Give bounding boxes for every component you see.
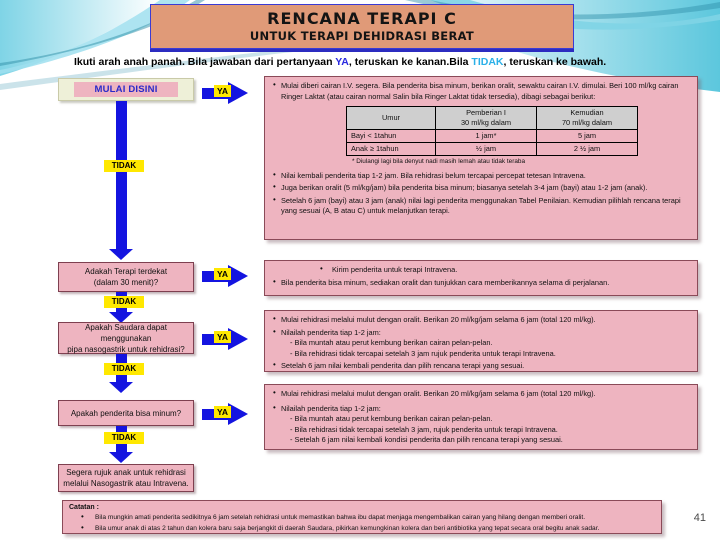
content-box-4-sub-2: - Setelah 6 jam nilai kembali kondisi pe… (290, 435, 563, 444)
table-header-row: Umur Pemberian I 30 ml/kg dalam Kemudian… (346, 106, 638, 130)
flow-yes-arrow-head-3 (228, 328, 248, 350)
content-box-1-intro: Mulai diberi cairan I.V. segera. Bila pe… (272, 80, 690, 102)
content-box-2: Kirim penderita untuk terapi Intravena. … (264, 260, 698, 296)
table-header-umur: Umur (346, 106, 436, 130)
flow-yes-arrow-head-1 (228, 82, 248, 104)
flow-no-label-4: TIDAK (104, 432, 144, 444)
table-cell-then-1: 2 ½ jam (536, 142, 638, 156)
table-header-pemberian: Pemberian I 30 ml/kg dalam (435, 106, 537, 130)
flow-decision-2-line1: Apakah Saudara dapat menggunakan (85, 322, 167, 343)
instruction-keyword-tidak: TIDAK (471, 56, 504, 68)
flow-decision-1-line1: Adakah Terapi terdekat (84, 267, 168, 276)
catatan-header: Catatan : (69, 504, 99, 511)
content-box-4-sub-0: - Bila muntah atau perut kembung berikan… (290, 414, 493, 423)
catatan-box: Catatan : Bila mungkin amati penderita s… (62, 500, 662, 534)
content-box-4-bullet-1: Nilailah penderita tiap 1-2 jam: - Bila … (272, 403, 690, 446)
flow-decision-2-line2: pipa nasogastrik untuk rehidrasi? (67, 344, 185, 354)
slide-title-banner: RENCANA TERAPI C UNTUK TERAPI DEHIDRASI … (150, 4, 574, 49)
content-box-3: Mulai rehidrasi melalui mulut dengan ora… (264, 310, 698, 372)
table-cell-age-1: Anak ≥ 1tahun (346, 142, 436, 156)
flow-start-label: MULAI DISINI (74, 82, 178, 97)
flow-yes-arrow-3: YA (202, 328, 248, 351)
flow-yes-arrow-2: YA (202, 265, 248, 288)
page-number: 41 (693, 512, 706, 524)
flow-decision-1-line2: (dalam 30 menit)? (93, 278, 159, 287)
flow-arrow-stem-1 (116, 101, 127, 249)
flow-no-label-2: TIDAK (104, 296, 144, 308)
content-box-3-sub-1: - Bila rehidrasi tidak tercapai setelah … (290, 348, 556, 358)
flow-yes-arrow-head-4 (228, 403, 248, 425)
table-footnote: * Diulangi lagi bila denyut nadi masih l… (352, 158, 526, 165)
table-cell-then-0: 5 jam (536, 129, 638, 143)
flow-arrow-head-3 (109, 382, 133, 393)
flow-arrow-head-1 (109, 249, 133, 260)
title-underline (150, 49, 574, 52)
flow-yes-label-4: YA (214, 406, 232, 418)
flow-no-label-1: TIDAK (104, 160, 144, 172)
catatan-item-0: Bila mungkin amati penderita sedikitnya … (69, 512, 655, 522)
content-box-1-bullet-0: Nilai kembali penderita tiap 1-2 jam. Bi… (272, 170, 690, 182)
table-row: Anak ≥ 1tahun ½ jam 2 ½ jam (346, 142, 638, 156)
instruction-keyword-ya: YA (335, 56, 349, 68)
table-cell-age-0: Bayi < 1tahun (346, 129, 436, 143)
flow-decision-box-2: Apakah Saudara dapat menggunakan pipa na… (58, 322, 194, 354)
content-box-4-bullet-0: Mulai rehidrasi melalui mulut dengan ora… (272, 388, 690, 400)
content-box-2-bullet-1: Bila penderita bisa minum, sediakan oral… (272, 277, 690, 289)
flow-yes-label-1: YA (214, 85, 232, 97)
content-box-3-bullet-0: Mulai rehidrasi melalui mulut dengan ora… (272, 314, 690, 326)
content-box-1-bullet-2: Setelah 6 jam (bayi) atau 3 jam (anak) n… (272, 195, 690, 217)
flow-no-label-3: TIDAK (104, 363, 144, 375)
flow-decision-3-line1: Apakah penderita bisa minum? (70, 408, 182, 418)
instruction-mid: , teruskan ke kanan.Bila (348, 56, 472, 68)
table-cell-first-1: ½ jam (435, 142, 537, 156)
content-box-2-bullet-0: Kirim penderita untuk terapi Intravena. (272, 264, 690, 276)
flow-decision-box-3: Apakah penderita bisa minum? (58, 400, 194, 426)
catatan-item-1: Bila umur anak di atas 2 tahun dan koler… (69, 523, 655, 533)
instruction-text: Ikuti arah anah panah. Bila jawaban dari… (74, 55, 674, 69)
flow-terminal-line1: Segera rujuk anak untuk rehidrasi (66, 468, 186, 477)
flow-yes-label-3: YA (214, 331, 232, 343)
table-cell-first-0: 1 jam* (435, 129, 537, 143)
dosage-table: Umur Pemberian I 30 ml/kg dalam Kemudian… (346, 106, 638, 156)
content-box-3-bullet-1: Nilailah penderita tiap 1-2 jam: - Bila … (272, 327, 690, 360)
content-box-1: Mulai diberi cairan I.V. segera. Bila pe… (264, 76, 698, 240)
flow-terminal-line2: melalui Nasogastrik atau Intravena. (63, 479, 189, 488)
content-box-3-sub-0: - Bila muntah atau perut kembung berikan… (290, 338, 493, 347)
flow-yes-arrow-4: YA (202, 403, 248, 426)
table-row: Bayi < 1tahun 1 jam* 5 jam (346, 129, 638, 143)
title-line-2: UNTUK TERAPI DEHIDRASI BERAT (249, 29, 475, 43)
content-box-3-bullet-2: Setelah 6 jam nilai kembali penderita da… (272, 360, 690, 372)
flow-decision-box-1: Adakah Terapi terdekat (dalam 30 menit)? (58, 262, 194, 292)
title-line-1: RENCANA TERAPI C (267, 9, 457, 28)
flow-yes-arrow-head-2 (228, 265, 248, 287)
flow-yes-arrow-1: YA (202, 82, 248, 105)
flow-terminal-box: Segera rujuk anak untuk rehidrasi melalu… (58, 464, 194, 492)
content-box-4: Mulai rehidrasi melalui mulut dengan ora… (264, 384, 698, 450)
content-box-1-bullet-1: Juga berikan oralit (5 ml/kg/jam) bila p… (272, 182, 690, 194)
flow-start-box: MULAI DISINI (58, 78, 194, 101)
table-header-kemudian: Kemudian 70 ml/kg dalam (536, 106, 638, 130)
instruction-pre: Ikuti arah anah panah. Bila jawaban dari… (74, 56, 336, 68)
instruction-post: , teruskan ke bawah. (503, 56, 607, 68)
flow-arrow-head-4 (109, 452, 133, 463)
content-box-4-sub-1: - Bila rehidrasi tidak tercapai setelah … (290, 424, 558, 434)
flow-arrow-head-2 (109, 312, 133, 323)
flow-yes-label-2: YA (214, 268, 232, 280)
